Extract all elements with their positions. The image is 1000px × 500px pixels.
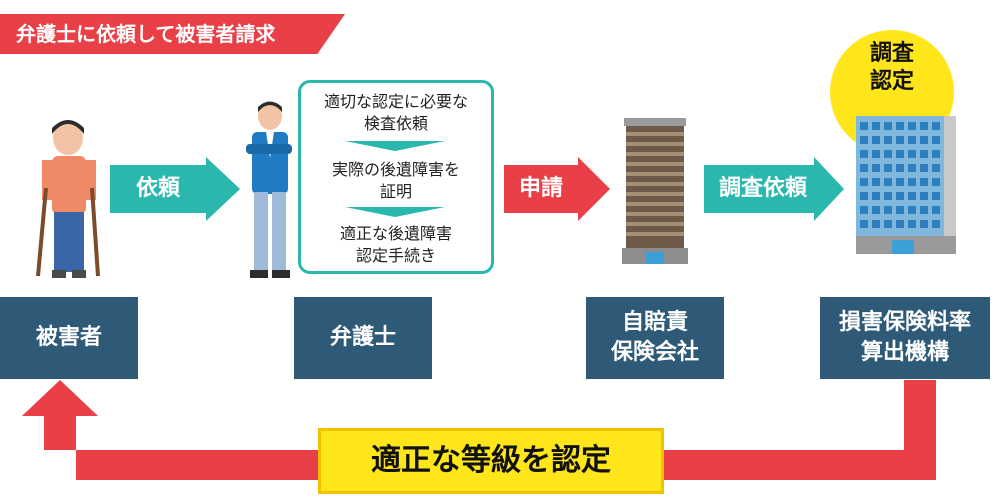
steps-panel: 適切な認定に必要な 検査依頼 実際の後遺障害を 証明 適正な後遺障害 認定手続き: [298, 80, 494, 274]
box-lawyer: 弁護士: [294, 297, 432, 379]
step-1-line-1: 適切な認定に必要な: [323, 92, 468, 111]
box-organization-line-2: 算出機構: [860, 340, 949, 365]
step-2-line-2: 証明: [379, 182, 412, 201]
lawyer-figure: [246, 101, 292, 278]
box-victim: 被害者: [0, 297, 138, 379]
investigation-badge-label: 調査 認定: [830, 40, 954, 96]
title-tag: 弁護士に依頼して被害者請求: [0, 14, 345, 54]
step-down-arrow-1: [345, 141, 445, 151]
arrow-shinsei: 申請: [504, 157, 610, 221]
badge-line-2: 認定: [869, 69, 914, 94]
step-1: 適切な認定に必要な 検査依頼: [301, 91, 491, 135]
step-3-line-1: 適正な後遺障害: [339, 224, 452, 243]
box-insurer-line-1: 自賠責: [621, 310, 688, 335]
box-insurer: 自賠責 保険会社: [586, 297, 724, 379]
step-3-line-2: 認定手続き: [355, 246, 436, 265]
arrow-chousa-irai: 調査依頼: [704, 157, 844, 221]
insurer-building-icon: [622, 118, 688, 264]
return-arrow-shape: [22, 380, 936, 480]
arrow-chousa-irai-label: 調査依頼: [718, 176, 807, 201]
arrow-shinsei-label: 申請: [518, 176, 563, 201]
victim-figure: [36, 120, 100, 278]
arrow-irai: 依頼: [110, 157, 240, 221]
arrow-right-icon: [504, 157, 610, 221]
box-insurer-line-2: 保険会社: [610, 340, 699, 365]
arrow-right-icon: [110, 157, 240, 221]
step-2: 実際の後遺障害を 証明: [301, 159, 491, 203]
step-3: 適正な後遺障害 認定手続き: [301, 223, 491, 267]
arrow-right-icon: [704, 157, 844, 221]
return-arrow: [22, 380, 936, 480]
box-lawyer-label: 弁護士: [329, 325, 396, 350]
step-down-arrow-2: [345, 207, 445, 217]
box-victim-label: 被害者: [35, 325, 102, 350]
step-2-line-1: 実際の後遺障害を: [331, 160, 460, 179]
arrow-irai-label: 依頼: [135, 176, 180, 201]
box-organization: 損害保険料率 算出機構: [820, 297, 990, 379]
badge-line-1: 調査: [869, 41, 914, 66]
certification-banner: 適正な等級を認定: [318, 428, 664, 494]
step-1-line-2: 検査依頼: [363, 114, 428, 133]
organization-building-icon: [856, 116, 956, 254]
box-organization-line-1: 損害保険料率: [838, 310, 971, 335]
